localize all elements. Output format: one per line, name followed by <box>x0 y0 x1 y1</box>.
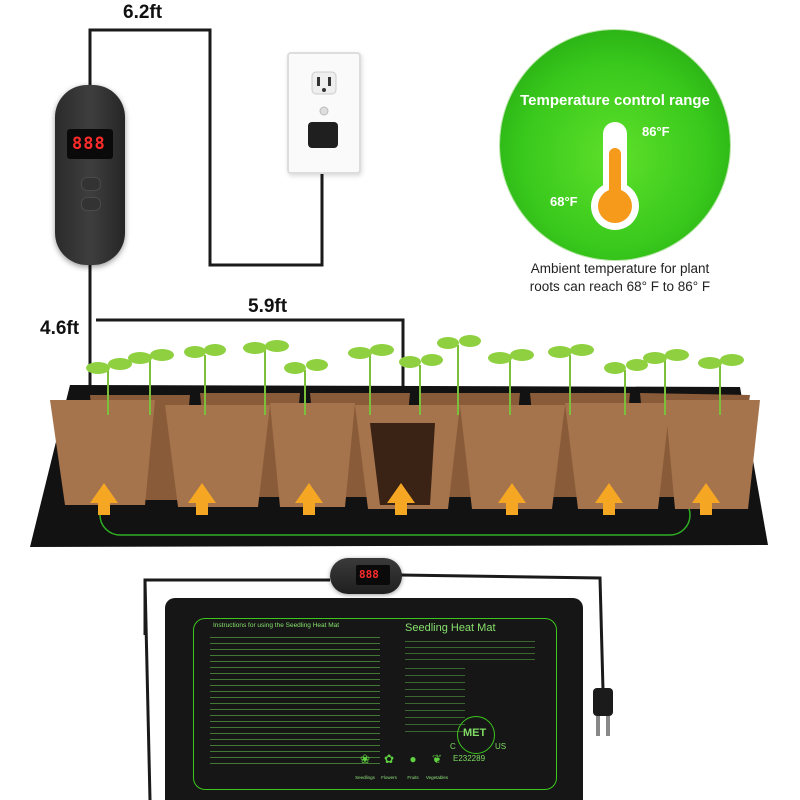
temperature-controller-bottom: 888 <box>330 558 402 594</box>
met-certification-badge: MET <box>457 716 495 754</box>
plant-list <box>405 664 465 734</box>
seedling-icon: ❀ <box>359 752 371 766</box>
controller-display: 888 <box>67 129 113 159</box>
mat-title: Seedling Heat Mat <box>405 622 496 634</box>
fruit-icon: ● <box>409 752 417 766</box>
controller-button-down[interactable] <box>81 197 101 211</box>
temperature-controller-top: 888 <box>55 85 125 265</box>
cert-c: C <box>450 742 456 751</box>
spec-table <box>405 638 535 660</box>
instructions-title: Instructions for using the Seedling Heat… <box>213 622 340 629</box>
cert-us: US <box>495 742 507 751</box>
mat-border <box>193 618 557 790</box>
ambient-caption: Ambient temperature for plant roots can … <box>529 261 711 294</box>
heat-mat-with-pots <box>30 385 768 550</box>
thermometer-icon <box>591 122 639 230</box>
seedling-heat-mat: Instructions for using the Seedling Heat… <box>165 598 583 800</box>
cert-number: E232289 <box>453 754 486 763</box>
cord-length-middle: 5.9ft <box>248 296 288 317</box>
category-vegetables: ❦ Vegetables <box>425 752 449 780</box>
controller-button-up[interactable] <box>81 177 101 191</box>
temperature-high: 86°F <box>642 124 670 139</box>
cord-length-left: 4.6ft <box>40 318 80 339</box>
plug <box>308 122 338 148</box>
wall-outlet <box>287 52 361 174</box>
category-fruits: ● Fruits <box>401 752 425 784</box>
seedlings <box>86 335 744 415</box>
category-flowers: ✿ Flowers <box>377 752 401 784</box>
instructions-text-block <box>210 634 380 764</box>
category-seedlings: ❀ Seedlings <box>353 752 377 784</box>
controller-display-bottom: 888 <box>356 565 390 585</box>
outlet-icon <box>311 71 337 116</box>
flower-icon: ✿ <box>383 752 395 766</box>
cord-length-top: 6.2ft <box>123 2 163 23</box>
temperature-range-badge: Temperature control range 86°F 68°F <box>500 30 730 260</box>
temperature-low: 68°F <box>550 194 578 209</box>
vegetable-icon: ❦ <box>431 752 443 766</box>
power-plug-icon <box>593 688 613 736</box>
temperature-range-title: Temperature control range <box>520 92 710 109</box>
